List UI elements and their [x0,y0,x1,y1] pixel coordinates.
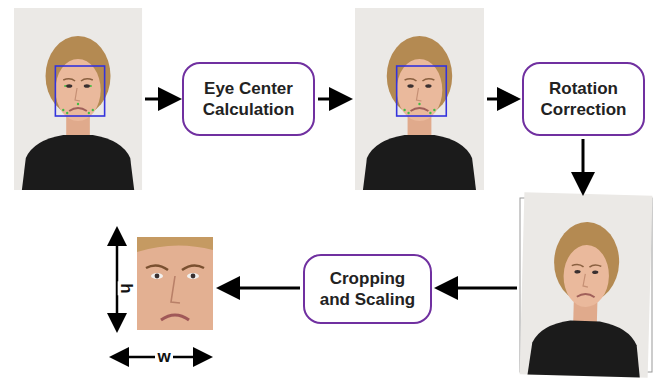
dimension-label: w [155,348,172,365]
box-label: Eye Center Calculation [192,78,305,121]
cropped-face [137,237,213,330]
process-box: Cropping and Scaling [303,254,432,324]
face-photo [14,8,142,190]
rotated-photo [520,192,653,377]
face-photo [355,8,484,190]
dimension-label: h [117,281,134,295]
box-label: Cropping and Scaling [313,268,422,311]
process-box: Eye Center Calculation [182,62,315,136]
box-label: Rotation Correction [532,78,635,121]
dimension-arrow [117,241,208,357]
process-box: Rotation Correction [522,62,645,136]
